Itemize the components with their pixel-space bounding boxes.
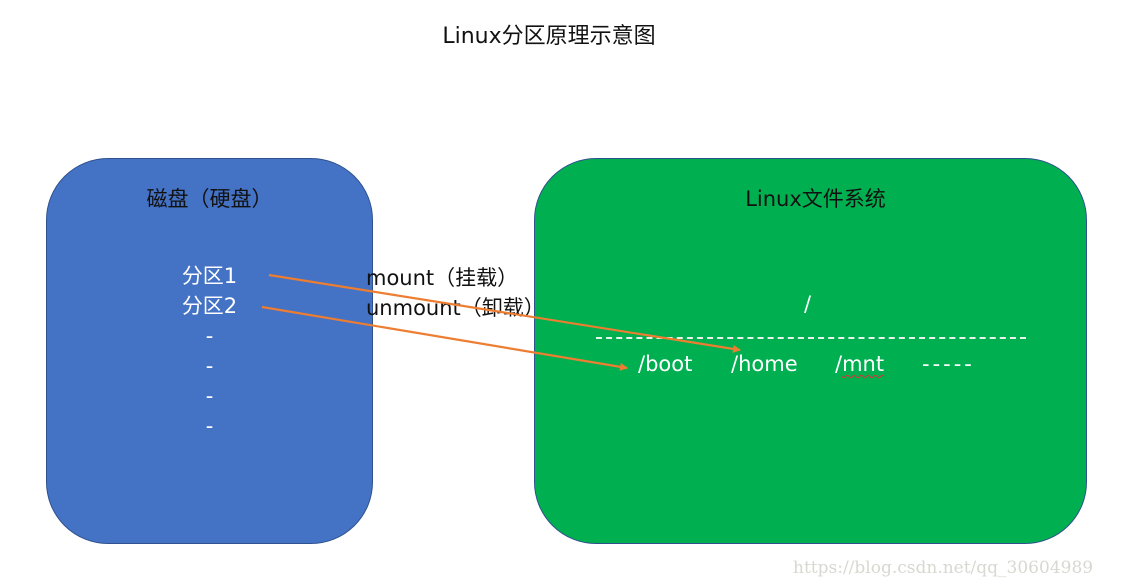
- partition-item: 分区2: [181, 294, 238, 318]
- root-directory: /: [804, 292, 812, 316]
- dir-mnt-slash: /: [835, 352, 843, 376]
- directory-separator: [596, 337, 1026, 339]
- unmount-label: unmount（卸载）: [366, 296, 545, 320]
- dir-mnt: /mnt: [835, 352, 884, 376]
- dir-more: -----: [922, 352, 975, 376]
- dir-mnt-name: mnt: [842, 352, 885, 376]
- filesystem-title: Linux文件系统: [745, 187, 886, 211]
- diagram-title: Linux分区原理示意图: [442, 24, 656, 49]
- watermark: https://blog.csdn.net/qq_30604989: [793, 558, 1094, 578]
- partition-item: -: [205, 384, 214, 408]
- partition-item: -: [205, 414, 214, 438]
- partition-item: 分区1: [181, 264, 238, 288]
- partition-item: -: [205, 354, 214, 378]
- dir-boot: /boot: [638, 352, 693, 376]
- mount-label: mount（挂载）: [366, 266, 519, 290]
- partition-item: -: [205, 324, 214, 348]
- disk-box: 磁盘（硬盘） 分区1 分区2 - - - -: [46, 158, 373, 544]
- dir-home: /home: [731, 352, 798, 376]
- partition-list: 分区1 分区2 - - - -: [157, 261, 262, 441]
- disk-title: 磁盘（硬盘）: [146, 187, 273, 211]
- filesystem-box: Linux文件系统: [534, 158, 1087, 544]
